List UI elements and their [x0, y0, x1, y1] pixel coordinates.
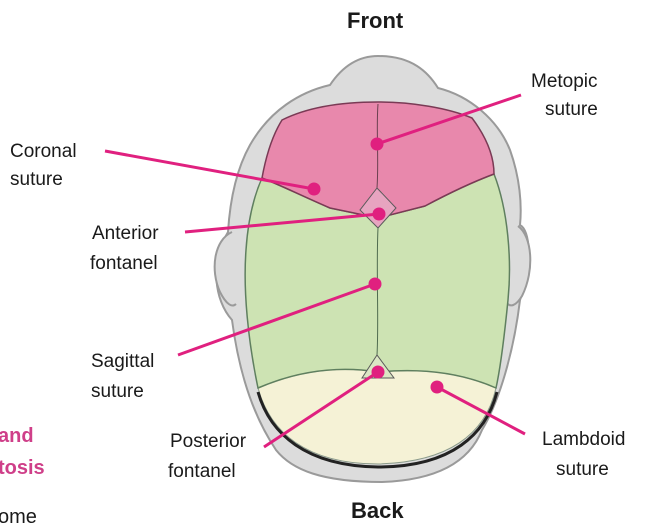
clipped-heading-line2: tosis: [0, 456, 45, 480]
coronal-label-line1: Coronal: [10, 140, 77, 164]
clipped-heading-line1: and: [0, 424, 34, 448]
metopic-label-line2: suture: [545, 98, 598, 122]
dot-metopic: [371, 138, 384, 151]
dot-posterior: [372, 366, 385, 379]
back-label: Back: [351, 498, 404, 524]
metopic-label-line1: Metopic: [531, 70, 598, 94]
posterior-label-line2: fontanel: [168, 460, 236, 484]
lambdoid-label-line2: suture: [556, 458, 609, 482]
lambdoid-label-line1: Lambdoid: [542, 428, 625, 452]
anterior-label-line2: fontanel: [90, 252, 158, 276]
sagittal-label-line1: Sagittal: [91, 350, 154, 374]
dot-lambdoid: [431, 381, 444, 394]
anterior-label-line1: Anterior: [92, 222, 159, 246]
front-label: Front: [347, 8, 403, 34]
sagittal-suture-line: [377, 228, 378, 355]
clipped-body-text: ome: [0, 505, 37, 529]
posterior-label-line1: Posterior: [170, 430, 246, 454]
dot-anterior: [373, 208, 386, 221]
coronal-label-line2: suture: [10, 168, 63, 192]
dot-coronal: [308, 183, 321, 196]
sagittal-label-line2: suture: [91, 380, 144, 404]
dot-sagittal: [369, 278, 382, 291]
